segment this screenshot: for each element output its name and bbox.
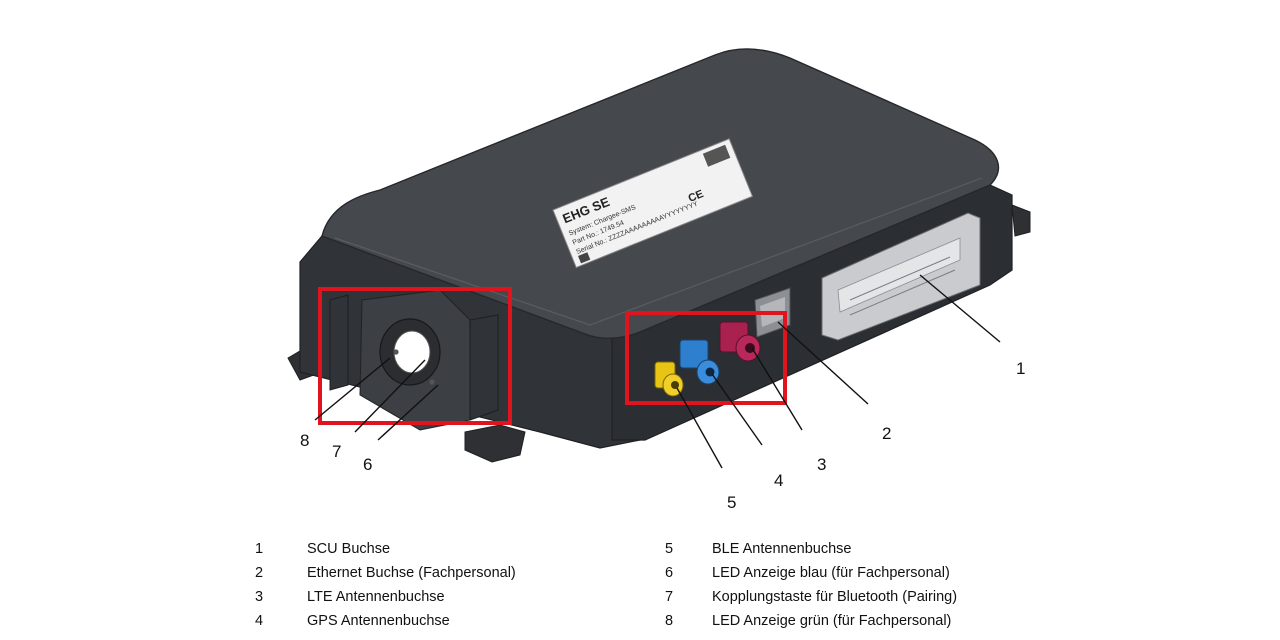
legend-number: 3 xyxy=(255,589,264,605)
legend-number: 6 xyxy=(665,565,674,581)
legend-number: 4 xyxy=(255,613,264,629)
mounting-tab-bottom xyxy=(464,424,526,463)
label-ce-mark: CE xyxy=(687,188,706,205)
led-blue xyxy=(429,379,435,385)
legend-number: 8 xyxy=(665,613,674,629)
callout-3: 3 xyxy=(817,455,826,474)
legend-item: 2 Ethernet Buchse (Fachpersonal) xyxy=(255,561,516,585)
callout-8: 8 xyxy=(300,431,309,450)
callout-1: 1 xyxy=(1016,359,1025,378)
callout-4: 4 xyxy=(774,471,783,490)
legend-text: LED Anzeige blau (für Fachpersonal) xyxy=(712,565,950,581)
legend-text: BLE Antennenbuchse xyxy=(712,541,852,557)
legend-item: 7 Kopplungstaste für Bluetooth (Pairing) xyxy=(665,585,957,609)
mounting-tab-right xyxy=(1011,204,1031,237)
led-green xyxy=(393,349,399,355)
legend-number: 5 xyxy=(665,541,674,557)
legend-text: LED Anzeige grün (für Fachpersonal) xyxy=(712,613,952,629)
gps-connector xyxy=(679,339,720,385)
callout-numbers: 1 2 3 4 5 6 7 8 xyxy=(300,359,1025,512)
highlight-box-left xyxy=(318,287,512,425)
legend-item: 5 BLE Antennenbuchse xyxy=(665,537,957,561)
legend-item: 8 LED Anzeige grün (für Fachpersonal) xyxy=(665,609,957,633)
legend-right-column: 5 BLE Antennenbuchse 6 LED Anzeige blau (f… xyxy=(665,537,957,633)
lte-connector xyxy=(719,321,761,362)
legend-text: LTE Antennenbuchse xyxy=(307,589,445,605)
legend-text: Ethernet Buchse (Fachpersonal) xyxy=(307,565,516,581)
legend-text: SCU Buchse xyxy=(307,541,391,557)
label-barcode xyxy=(702,144,731,167)
legend-left-column: 1 SCU Buchse 2 Ethernet Buchse (Fachperson… xyxy=(255,537,516,633)
housing-top-bevel xyxy=(334,177,983,326)
legend-text: Kopplungstaste für Bluetooth (Pairing) xyxy=(712,589,958,605)
device-illustration: EHG SE System: Chargee-SMS Part No.: 174… xyxy=(287,48,1031,512)
legend-item: 4 GPS Antennenbuchse xyxy=(255,609,516,633)
pairing-button-area xyxy=(329,289,499,431)
label-qr-code xyxy=(578,252,591,264)
callout-7: 7 xyxy=(332,442,341,461)
callout-6: 6 xyxy=(363,455,372,474)
highlight-box-right xyxy=(625,311,787,405)
legend-item: 3 LTE Antennenbuchse xyxy=(255,585,516,609)
legend-text: GPS Antennenbuchse xyxy=(307,613,450,629)
callout-2: 2 xyxy=(882,424,891,443)
leader-lines xyxy=(314,274,1001,469)
legend-number: 7 xyxy=(665,589,674,605)
legend-number: 1 xyxy=(255,541,264,557)
legend-item: 1 SCU Buchse xyxy=(255,537,516,561)
legend-number: 2 xyxy=(255,565,264,581)
legend-item: 6 LED Anzeige blau (für Fachpersonal) xyxy=(665,561,957,585)
callout-5: 5 xyxy=(727,493,736,512)
scu-connector xyxy=(821,212,981,341)
